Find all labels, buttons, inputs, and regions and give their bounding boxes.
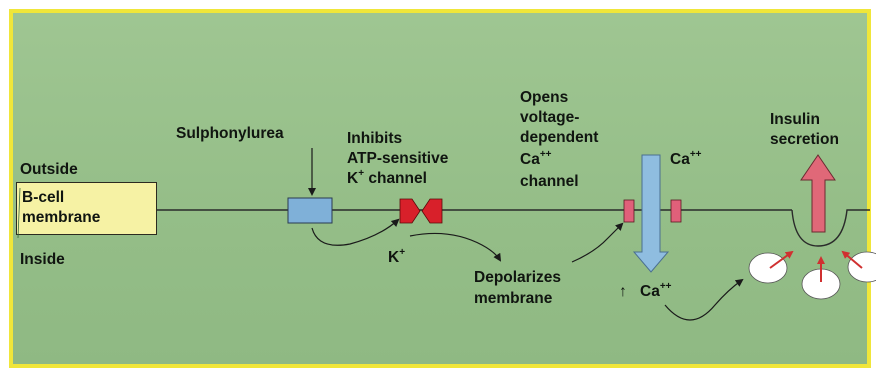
ca-outside-label: Ca++ (670, 148, 702, 168)
outside-label: Outside (20, 161, 78, 178)
ca-influx-arrow-icon (632, 154, 670, 273)
ca-inside-label: Ca++ (640, 280, 672, 300)
depolarizes-label-line2: membrane (474, 290, 553, 307)
ca-to-granule-arrow (664, 278, 744, 321)
opens-label-line2: voltage- (520, 109, 580, 126)
k-atp-channel-icon (399, 198, 443, 224)
inside-label: Inside (20, 251, 65, 268)
inhibits-label-line3: K+ channel (347, 167, 427, 187)
opens-label-line4: Ca++ (520, 148, 552, 168)
b-cell-membrane-box (16, 182, 157, 235)
membrane-label-line2: membrane (22, 209, 101, 226)
insulin-granule-icon (748, 250, 876, 300)
opens-label-line1: Opens (520, 89, 569, 106)
insulin-label-line1: Insulin (770, 111, 820, 128)
opens-label-line5: channel (520, 173, 579, 190)
voltage-gated-ca-channel-icon (623, 199, 682, 223)
insulin-label-line2: secretion (770, 131, 839, 148)
ca-inside-arrow: ↑ (619, 283, 627, 300)
k-ion-label: K+ (388, 246, 406, 266)
sulphonylurea-receptor-icon (287, 197, 333, 224)
insulin-secretion-arrow-icon (800, 154, 836, 233)
depolarization-arrow (571, 222, 624, 263)
membrane-label-line1: B-cell (22, 189, 65, 206)
inhibits-label-line2: ATP-sensitive (347, 150, 449, 167)
receptor-to-channel-arrow (311, 218, 400, 246)
opens-label-line3: dependent (520, 129, 599, 146)
connector-arrows (308, 148, 744, 321)
sulphonylurea-label: Sulphonylurea (176, 125, 284, 142)
cell-membrane-line (157, 209, 870, 247)
inhibits-label-line1: Inhibits (347, 130, 403, 147)
depolarizes-label-line1: Depolarizes (474, 269, 562, 286)
k-efflux-arrow (409, 232, 502, 262)
